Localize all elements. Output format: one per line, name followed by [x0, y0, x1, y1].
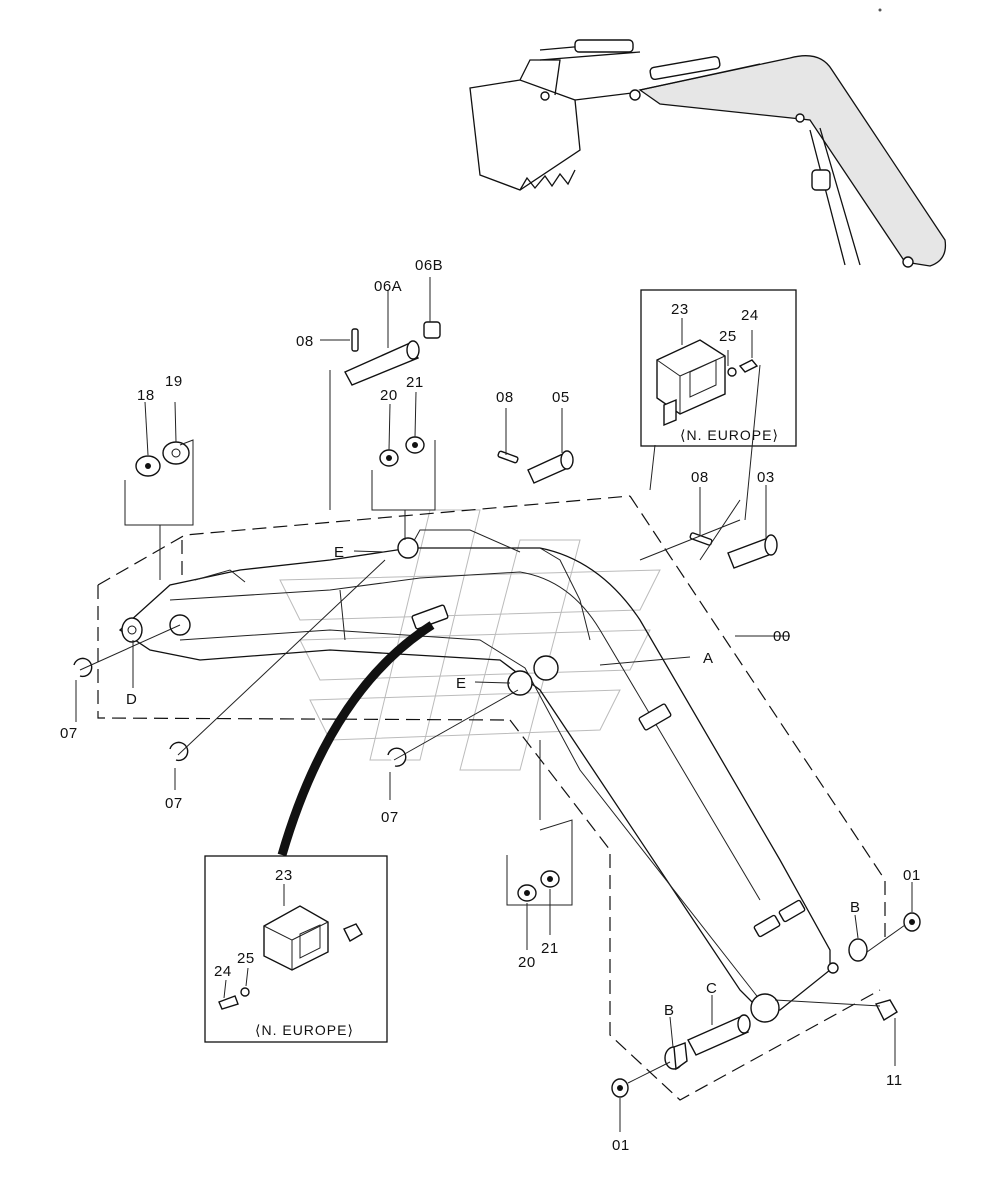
- washers-18-19: [135, 441, 190, 477]
- label-18: 18: [137, 387, 155, 404]
- callout-E-top: E: [334, 544, 345, 561]
- callout-B-left: B: [664, 1002, 675, 1019]
- inset-top-caption: ⟨N. EUROPE⟩: [680, 427, 779, 443]
- label-24-bottom: 24: [214, 963, 232, 980]
- callout-B-right: B: [850, 899, 861, 916]
- part-labels: 00 01 01 03 05 06A 06B 07 07 07 08 08 08…: [60, 257, 921, 1154]
- pin-05: [527, 450, 574, 484]
- label-01-right: 01: [903, 867, 921, 884]
- label-07-right: 07: [381, 809, 399, 826]
- pin-08-a: [351, 328, 359, 352]
- label-01-bottom: 01: [612, 1137, 630, 1154]
- washers-20-21-bottom: [517, 870, 560, 902]
- grease-fitting-11: [874, 999, 898, 1021]
- inset-bottom-caption: ⟨N. EUROPE⟩: [255, 1022, 354, 1038]
- seals-01: [611, 912, 921, 1098]
- label-19: 19: [165, 373, 183, 390]
- bushing-B-left: [664, 1042, 688, 1071]
- label-24-top: 24: [741, 307, 759, 324]
- inset-link-arrow: [277, 621, 435, 857]
- label-06A: 06A: [374, 278, 402, 295]
- label-08-right: 08: [691, 469, 709, 486]
- label-07-mid: 07: [165, 795, 183, 812]
- callout-A: A: [703, 650, 714, 667]
- overview-excavator-sketch: [469, 8, 947, 268]
- label-20-top: 20: [380, 387, 398, 404]
- callout-D: D: [126, 691, 137, 708]
- label-25-bottom: 25: [237, 950, 255, 967]
- inset-box-top: [640, 289, 797, 521]
- label-07-left: 07: [60, 725, 78, 742]
- assembly-dashed-outline: [97, 495, 886, 1101]
- bushing-B-right: [848, 938, 868, 962]
- label-11: 11: [886, 1072, 903, 1089]
- label-08-top: 08: [296, 333, 314, 350]
- label-21-top: 21: [406, 374, 424, 391]
- callout-E-mid: E: [456, 675, 467, 692]
- washers-20-21-top: [379, 436, 425, 467]
- label-00: 00: [773, 628, 791, 645]
- label-23-top: 23: [671, 301, 689, 318]
- label-03: 03: [757, 469, 775, 486]
- bushing-D: [121, 617, 143, 643]
- inset-box-bottom: [204, 855, 388, 1043]
- label-25-top: 25: [719, 328, 737, 345]
- label-08-mid: 08: [496, 389, 514, 406]
- label-23-bottom: 23: [275, 867, 293, 884]
- label-06B: 06B: [415, 257, 443, 274]
- pin-08-b: [497, 450, 519, 464]
- bracket-lines: [124, 370, 741, 906]
- label-20-bottom: 20: [518, 954, 536, 971]
- callout-C: C: [706, 980, 717, 997]
- nut-06B: [423, 321, 441, 339]
- pin-03: [727, 534, 778, 569]
- leader-lines: [75, 277, 913, 1132]
- snap-rings-07: [73, 657, 407, 767]
- pin-C: [687, 1014, 751, 1056]
- pin-06A: [344, 340, 420, 386]
- label-05: 05: [552, 389, 570, 406]
- boom-body: [118, 529, 839, 1023]
- label-21-bottom: 21: [541, 940, 559, 957]
